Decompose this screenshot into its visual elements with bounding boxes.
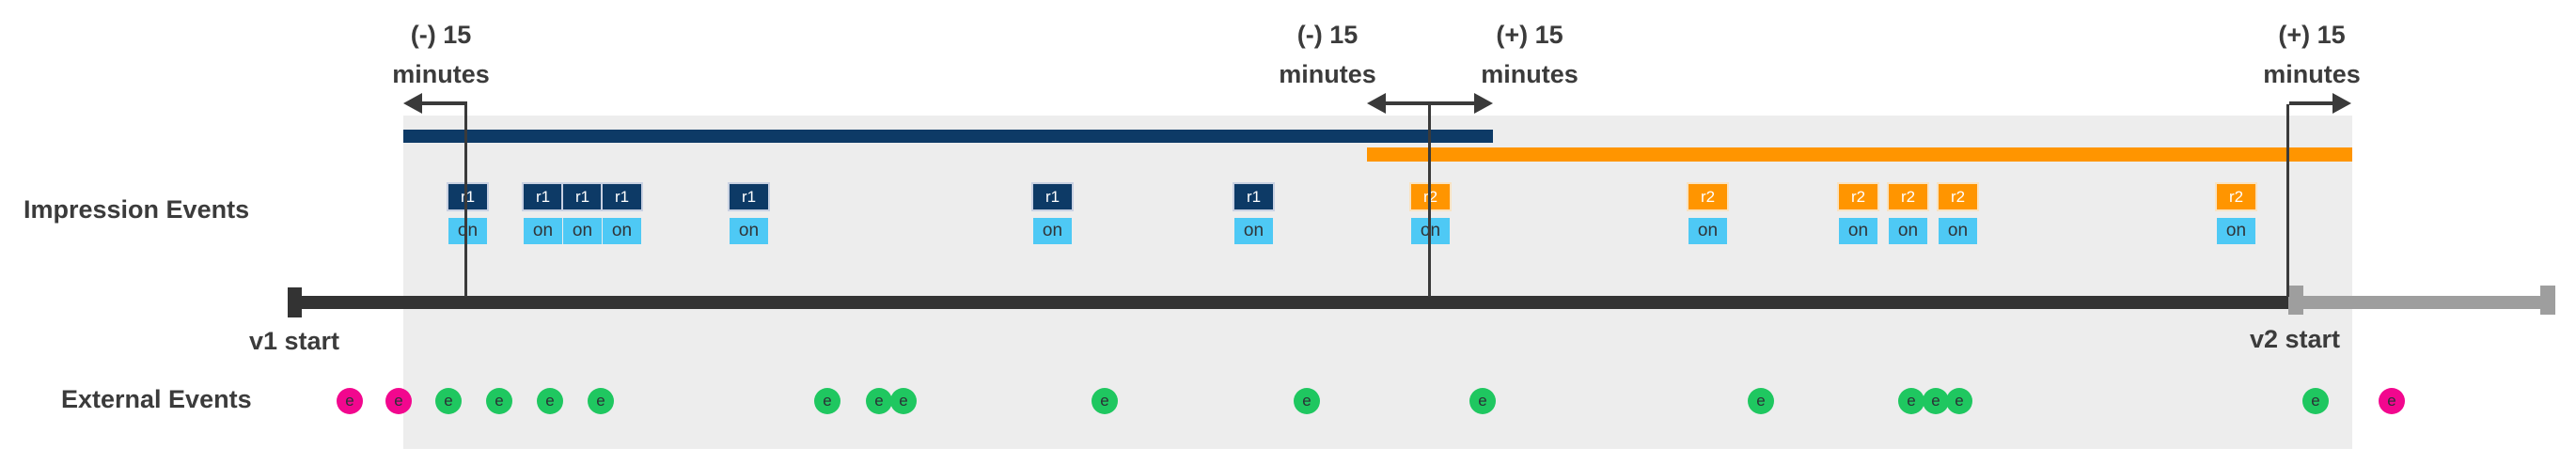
arrow-head-right-icon <box>1474 93 1493 114</box>
v2-start-label: v2 start <box>2249 325 2341 353</box>
offset-label-line2: minutes <box>392 60 490 88</box>
impression-on-badge: on <box>730 218 768 244</box>
impression-on-badge: on <box>1839 218 1877 244</box>
impression-r1-badge: r1 <box>524 184 562 209</box>
external-event-green: e <box>814 388 840 414</box>
offset-label-line2: minutes <box>1279 60 1376 88</box>
offset-label-3: (+) 15 minutes <box>2263 15 2361 94</box>
r2-active-range-bar <box>1367 147 2352 162</box>
timeline-end-tick <box>2540 286 2555 315</box>
impression-badge-stack: r1 on <box>730 184 768 244</box>
impression-r2-badge: r2 <box>1839 184 1877 209</box>
arrow-head-left-icon <box>403 93 422 114</box>
offset-arrow-line-2 <box>2289 101 2336 105</box>
impression-r1-badge: r1 <box>730 184 768 209</box>
impression-r1-badge: r1 <box>603 184 641 209</box>
external-event-green: e <box>2302 388 2329 414</box>
impression-on-badge: on <box>1889 218 1927 244</box>
impression-r1-badge: r1 <box>448 184 487 209</box>
external-event-pink: e <box>2379 388 2405 414</box>
impression-on-badge: on <box>1689 218 1727 244</box>
impression-badge-stack: r1 on <box>603 184 641 244</box>
offset-arrow-line-1 <box>1382 101 1478 105</box>
arrow-head-left-icon <box>1367 93 1386 114</box>
offset-label-line1: (-) 15 <box>410 21 472 49</box>
external-event-green: e <box>866 388 892 414</box>
impression-badge-stack: r2 on <box>1839 184 1877 244</box>
impression-r1-badge: r1 <box>1234 184 1273 209</box>
external-event-green: e <box>1748 388 1774 414</box>
external-event-green: e <box>588 388 614 414</box>
external-event-green: e <box>1898 388 1924 414</box>
impression-badge-stack: r2 on <box>2217 184 2255 244</box>
external-event-green: e <box>1092 388 1118 414</box>
v2-start-tick <box>2288 286 2303 315</box>
offset-label-line1: (-) 15 <box>1296 21 1359 49</box>
impression-badge-stack: r1 on <box>524 184 562 244</box>
external-event-green: e <box>537 388 563 414</box>
external-event-green: e <box>890 388 917 414</box>
v1-start-label: v1 start <box>248 327 340 355</box>
impression-badge-stack: r2 on <box>1689 184 1727 244</box>
impression-badge-stack: r1 on <box>1234 184 1273 244</box>
offset-label-line2: minutes <box>2263 60 2361 88</box>
external-event-green: e <box>1946 388 1972 414</box>
external-event-green: e <box>1469 388 1496 414</box>
external-event-pink: e <box>337 388 363 414</box>
impression-events-row-label: Impression Events <box>24 195 250 224</box>
offset-label-line2: minutes <box>1481 60 1579 88</box>
external-event-green: e <box>486 388 512 414</box>
offset-label-1: (-) 15 minutes <box>1279 15 1376 94</box>
r1-active-range-bar <box>403 130 1493 143</box>
impression-badge-stack: r2 on <box>1939 184 1977 244</box>
impression-badge-stack: r1 on <box>563 184 602 244</box>
impression-r2-badge: r2 <box>2217 184 2255 209</box>
impression-on-badge: on <box>2217 218 2255 244</box>
offset-label-2: (+) 15 minutes <box>1481 15 1579 94</box>
impression-on-badge: on <box>1234 218 1273 244</box>
impression-on-badge: on <box>448 218 487 244</box>
offset-label-0: (-) 15 minutes <box>392 15 490 94</box>
impression-on-badge: on <box>1939 218 1977 244</box>
impression-badge-stack: r1 on <box>448 184 487 244</box>
impression-r1-badge: r1 <box>1033 184 1072 209</box>
external-event-pink: e <box>385 388 412 414</box>
arrow-head-right-icon <box>2333 93 2351 114</box>
offset-guide-line-1 <box>1428 104 1431 297</box>
offset-arrow-line-0 <box>418 101 467 105</box>
v1-timeline-bar <box>289 296 2289 309</box>
offset-guide-line-0 <box>464 103 467 297</box>
impression-r2-badge: r2 <box>1689 184 1727 209</box>
impression-r1-badge: r1 <box>563 184 602 209</box>
impression-badge-stack: r2 on <box>1889 184 1927 244</box>
external-event-green: e <box>1294 388 1320 414</box>
impression-badge-stack: r1 on <box>1033 184 1072 244</box>
offset-label-line1: (+) 15 <box>2278 21 2346 49</box>
impression-on-badge: on <box>603 218 641 244</box>
impression-r2-badge: r2 <box>1889 184 1927 209</box>
v1-start-tick <box>288 287 302 317</box>
experiment-window-panel <box>403 116 2352 449</box>
impression-on-badge: on <box>524 218 562 244</box>
offset-guide-line-2 <box>2286 104 2289 297</box>
external-event-green: e <box>1923 388 1949 414</box>
impression-on-badge: on <box>1033 218 1072 244</box>
external-events-row-label: External Events <box>61 385 252 413</box>
impression-r2-badge: r2 <box>1939 184 1977 209</box>
v2-timeline-bar <box>2289 296 2541 309</box>
impression-on-badge: on <box>563 218 602 244</box>
external-event-green: e <box>435 388 462 414</box>
offset-label-line1: (+) 15 <box>1496 21 1563 49</box>
